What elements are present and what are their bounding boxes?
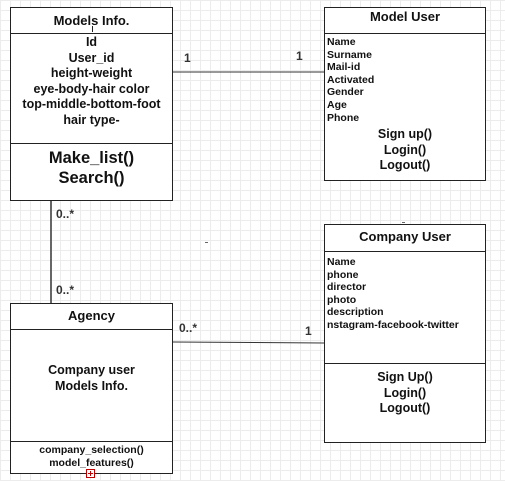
attribute: Age <box>327 98 347 111</box>
attribute: Mail-id <box>327 61 361 74</box>
stray-mark <box>402 222 405 223</box>
attribute: Phone <box>327 111 360 124</box>
agency-class[interactable]: Agency Company user Models Info. company… <box>10 303 173 474</box>
multiplicity-label: 1 <box>305 324 312 338</box>
attribute: Company user <box>48 363 135 377</box>
attribute: Activated <box>327 73 375 86</box>
class-header: Company User <box>325 225 485 252</box>
attribute: phone <box>327 268 359 281</box>
company-user-class[interactable]: Company User Name phone director photo d… <box>324 224 486 443</box>
multiplicity-label: 0..* <box>179 321 198 335</box>
multiplicity-label: 1 <box>184 51 191 65</box>
attribute: Id <box>85 35 98 49</box>
method: Sign up() <box>377 127 433 142</box>
tick-mark <box>92 26 93 32</box>
method: Login() <box>383 142 427 157</box>
association-agency-companyuser <box>172 341 325 344</box>
methods-section: Make_list() Search() <box>11 144 172 188</box>
stray-mark <box>205 242 208 243</box>
attribute: Name <box>327 36 356 48</box>
attribute: director <box>327 281 367 294</box>
attribute: description <box>327 306 384 319</box>
method: Login() <box>383 385 427 400</box>
attribute: Gender <box>327 86 364 99</box>
methods-section: Sign up() Login() Logout() <box>325 124 485 174</box>
attribute: eye-body-hair color <box>33 81 150 96</box>
attribute: Surname <box>327 48 372 61</box>
models-info-class[interactable]: Models Info. Id User_id height-weight ey… <box>10 7 173 201</box>
multiplicity-label: 0..* <box>56 283 75 297</box>
class-title: Company User <box>359 229 451 244</box>
methods-section: company_selection() model_features() <box>11 442 172 470</box>
model-user-class[interactable]: Model User Name Surname Mail-id Activate… <box>324 7 486 181</box>
methods-section: Sign Up() Login() Logout() <box>325 364 485 417</box>
attribute: nstagram-facebook-twitter <box>327 318 459 331</box>
expand-marker-icon[interactable] <box>86 469 95 478</box>
attribute: top-middle-bottom-foot <box>22 97 161 112</box>
attribute: User_id <box>68 50 115 65</box>
multiplicity-label: 1 <box>296 49 303 63</box>
attribute: photo <box>327 293 357 306</box>
attributes-section: Id User_id height-weight eye-body-hair c… <box>11 34 172 144</box>
method: Logout() <box>379 158 431 173</box>
method: Search() <box>58 169 125 187</box>
class-header: Model User <box>325 8 485 34</box>
attributes-section: Company user Models Info. <box>11 330 172 442</box>
class-title: Model User <box>369 9 441 24</box>
method: model_features() <box>49 457 134 469</box>
attributes-section: Name phone director photo description ns… <box>325 252 485 364</box>
attributes-section: Name Surname Mail-id Activated Gender Ag… <box>325 34 485 124</box>
class-title: Agency <box>68 308 115 323</box>
attribute: height-weight <box>50 66 133 81</box>
method: Make_list() <box>48 149 135 167</box>
class-header: Agency <box>11 304 172 330</box>
attribute: Name <box>327 256 356 268</box>
multiplicity-label: 0..* <box>56 207 75 221</box>
attribute: Models Info. <box>55 378 128 393</box>
class-header: Models Info. <box>11 8 172 34</box>
method: Sign Up() <box>377 370 433 384</box>
class-title: Models Info. <box>53 13 130 28</box>
method: Logout() <box>379 401 431 415</box>
attribute: hair type- <box>63 112 120 127</box>
method: company_selection() <box>39 444 144 456</box>
